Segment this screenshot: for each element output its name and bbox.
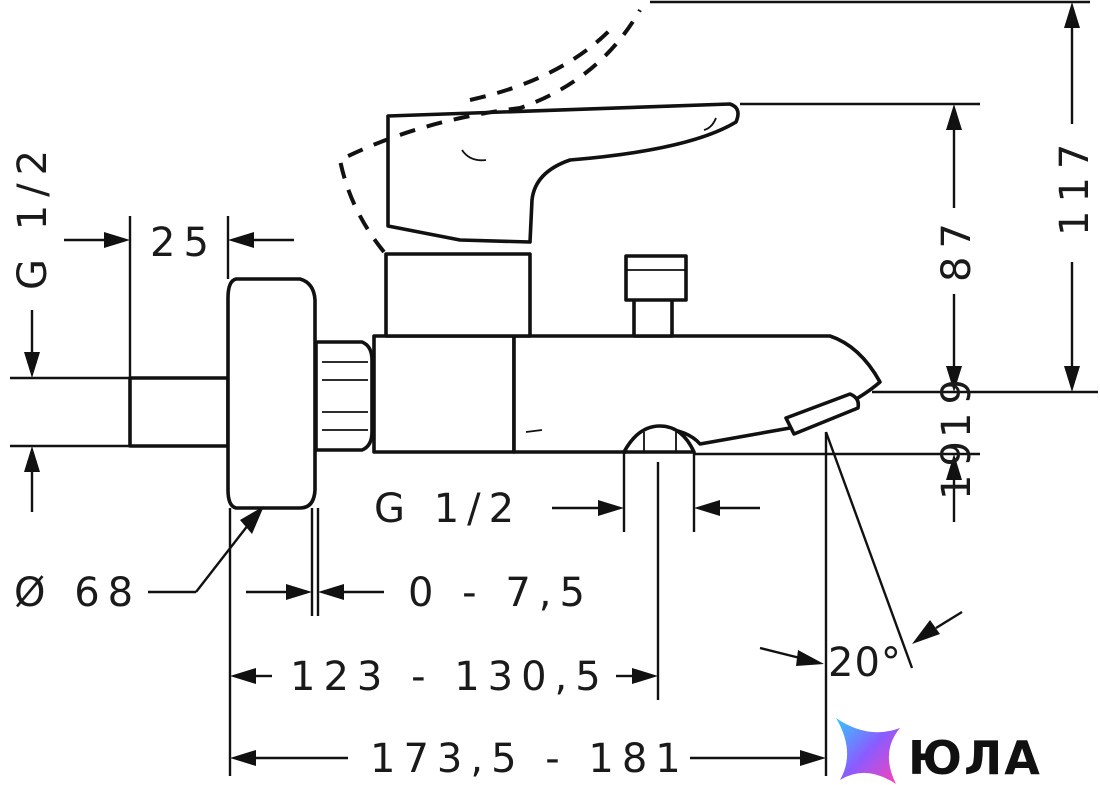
label-height-lever: 87 (934, 215, 980, 282)
mixer-body (372, 334, 516, 454)
dimension-lines (10, 0, 1098, 776)
label-projection-outlet: 123 - 130,5 (290, 654, 609, 700)
diverter-knob (624, 254, 688, 302)
rosette (226, 277, 317, 510)
diverter-stem (632, 296, 674, 338)
hex-nut (314, 340, 374, 452)
label-height-spout: 19 (934, 371, 980, 438)
lever-open-position (337, 9, 642, 254)
lever-handle (386, 102, 740, 244)
label-inlet-thread: G 1/2 (10, 142, 56, 290)
inlet-pipe (128, 376, 230, 448)
sparkle-icon (836, 718, 900, 784)
cartridge-column (384, 252, 532, 338)
label-spout-angle: 20° (828, 640, 902, 686)
watermark-logo: ЮЛА (836, 718, 1042, 785)
faucet-outline (128, 9, 882, 510)
label-rosette-adjust: 0 - 7,5 (408, 570, 593, 616)
label-wall-offset: 25 (150, 220, 217, 266)
label-outlet-thread: G 1/2 (374, 486, 522, 532)
label-height-spout-bottom: 19 (934, 433, 980, 500)
label-projection-total: 173,5 - 181 (370, 736, 689, 782)
watermark-text: ЮЛА (908, 731, 1042, 785)
aerator (784, 392, 861, 436)
label-rosette-diameter: Ø 68 (14, 570, 141, 616)
label-height-total: 117 (1052, 136, 1098, 236)
